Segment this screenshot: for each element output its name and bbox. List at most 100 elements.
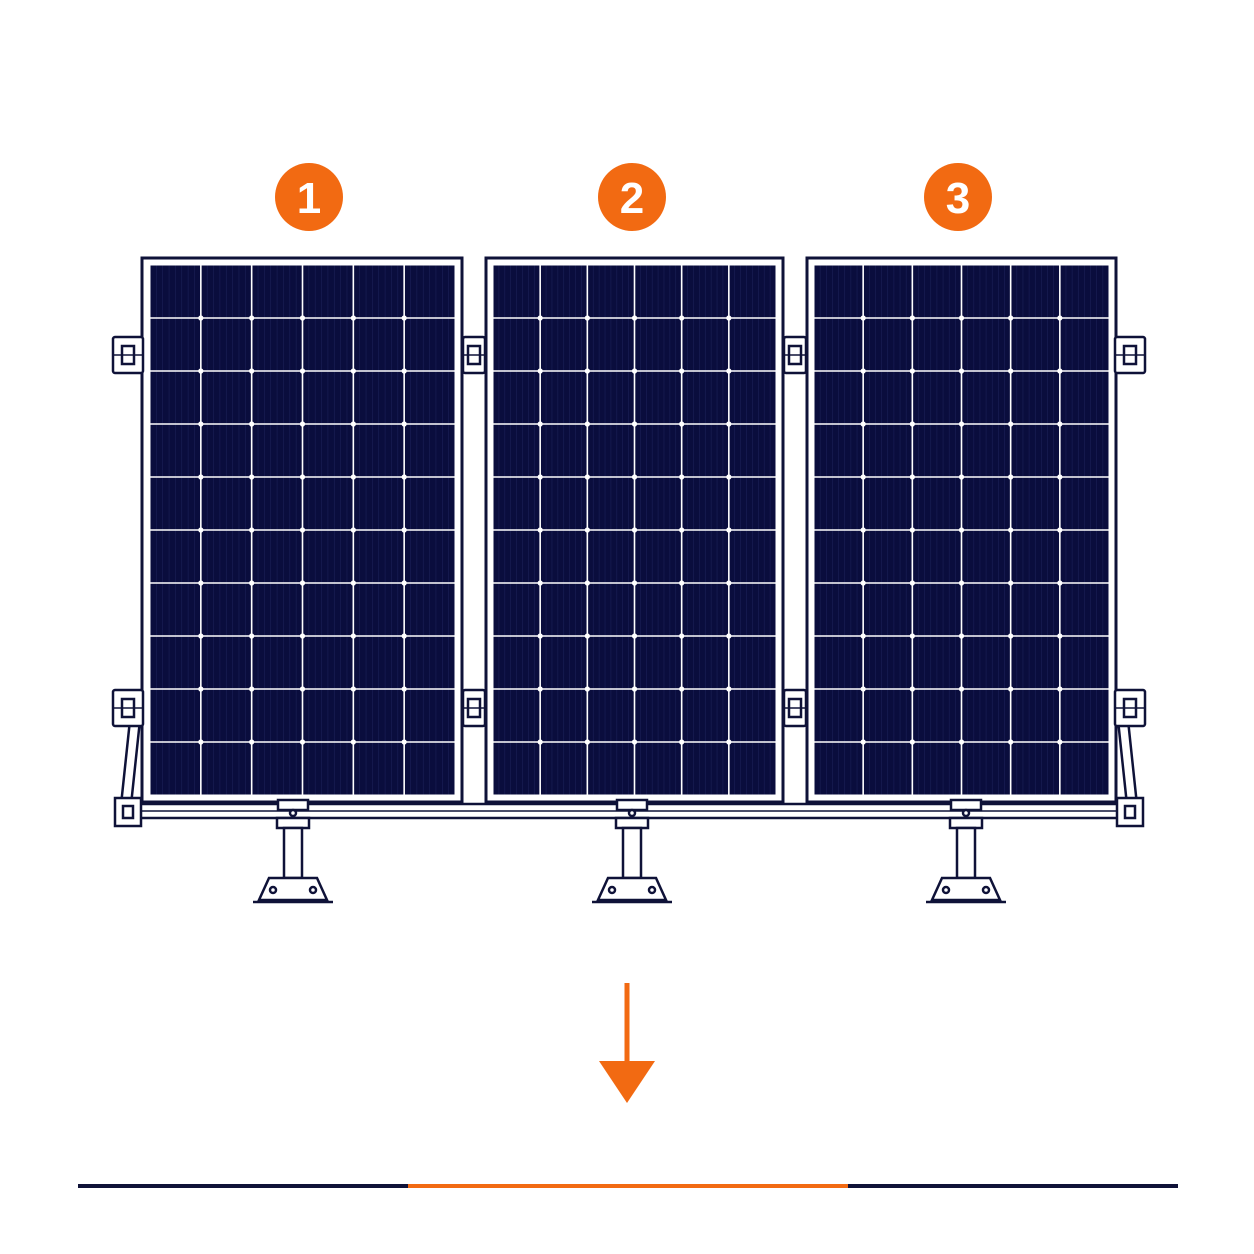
cell-node [909,633,915,639]
cell-node [1057,315,1063,321]
cell-node [958,739,965,745]
cell-node [631,474,638,480]
badge-circle [924,163,992,231]
cell-node [860,686,866,692]
cell-node [350,421,356,427]
cell-node [958,315,965,321]
cell-node [860,315,866,321]
cell-grid [492,264,777,796]
cell-node [537,474,543,480]
cell-node [726,368,732,374]
cell-node [631,580,638,586]
cell-node [679,739,685,745]
cell-node [909,580,915,586]
panel-clamp [782,688,808,728]
cell-node [726,527,732,533]
cell-node [909,527,915,533]
foot-hole [941,885,951,895]
solar-panel-1 [140,256,464,804]
cell-node [584,633,590,639]
arrow-down-icon [599,983,655,1103]
cell-node [909,686,915,692]
cell-node [1008,739,1014,745]
cell-node [299,474,306,480]
solar-panel-3 [805,256,1118,804]
cell-node [1008,368,1014,374]
mounting-foot [592,798,672,904]
cell-node [198,686,204,692]
cell-node [958,421,965,427]
cell-node [198,739,204,745]
cell-node [537,315,543,321]
cell-node [198,633,204,639]
foot-hole [268,885,278,895]
cell-node [249,421,255,427]
cell-node [860,474,866,480]
cell-node [631,368,638,374]
cell-node [198,421,204,427]
cell-node [1008,633,1014,639]
mounting-foot [926,798,1006,904]
cell-node [401,580,407,586]
cell-node [401,739,407,745]
cell-node [1008,421,1014,427]
cell-node [1008,527,1014,533]
cell-node [584,739,590,745]
rail-clamp-body [1115,796,1145,828]
foot-bracket [276,798,310,812]
cell-node [909,421,915,427]
cell-grid [813,264,1110,796]
cell-node [299,686,306,692]
cell-node [401,686,407,692]
cell-node [584,580,590,586]
cell-node [860,633,866,639]
panel-badge-1: 1 [275,163,343,231]
cell-node [726,686,732,692]
cell-node [350,368,356,374]
cell-node [958,368,965,374]
right-strut [1116,718,1139,807]
cell-node [726,474,732,480]
cell-node [631,686,638,692]
cell-node [584,315,590,321]
cell-node [350,527,356,533]
cell-node [249,315,255,321]
cell-node [726,739,732,745]
cell-node [958,580,965,586]
cell-node [631,739,638,745]
cell-node [249,368,255,374]
cell-node [860,421,866,427]
cell-node [249,633,255,639]
cell-node [679,527,685,533]
foot-post [621,826,643,880]
foot-collar [948,816,984,830]
cell-node [350,686,356,692]
foot-post [282,826,304,880]
cell-node [1057,474,1063,480]
cell-node [198,315,204,321]
cell-node [679,368,685,374]
cell-node [299,633,306,639]
cell-node [350,633,356,639]
panel-clamp [461,335,487,375]
cell-node [350,580,356,586]
cell-node [401,315,407,321]
cell-node [1008,580,1014,586]
cell-node [537,368,543,374]
cell-node [1057,739,1063,745]
panel-clamp [111,335,145,375]
cell-node [679,633,685,639]
panel-clamps [111,335,1147,828]
mounting-foot [253,798,333,904]
cell-node [584,421,590,427]
foot-bolt [627,808,637,818]
cell-node [401,474,407,480]
cell-node [537,686,543,692]
cell-border [813,264,1110,796]
cell-node [299,580,306,586]
panel-clamp [461,688,487,728]
cell-node [249,686,255,692]
cell-node [1008,315,1014,321]
cell-node [909,315,915,321]
